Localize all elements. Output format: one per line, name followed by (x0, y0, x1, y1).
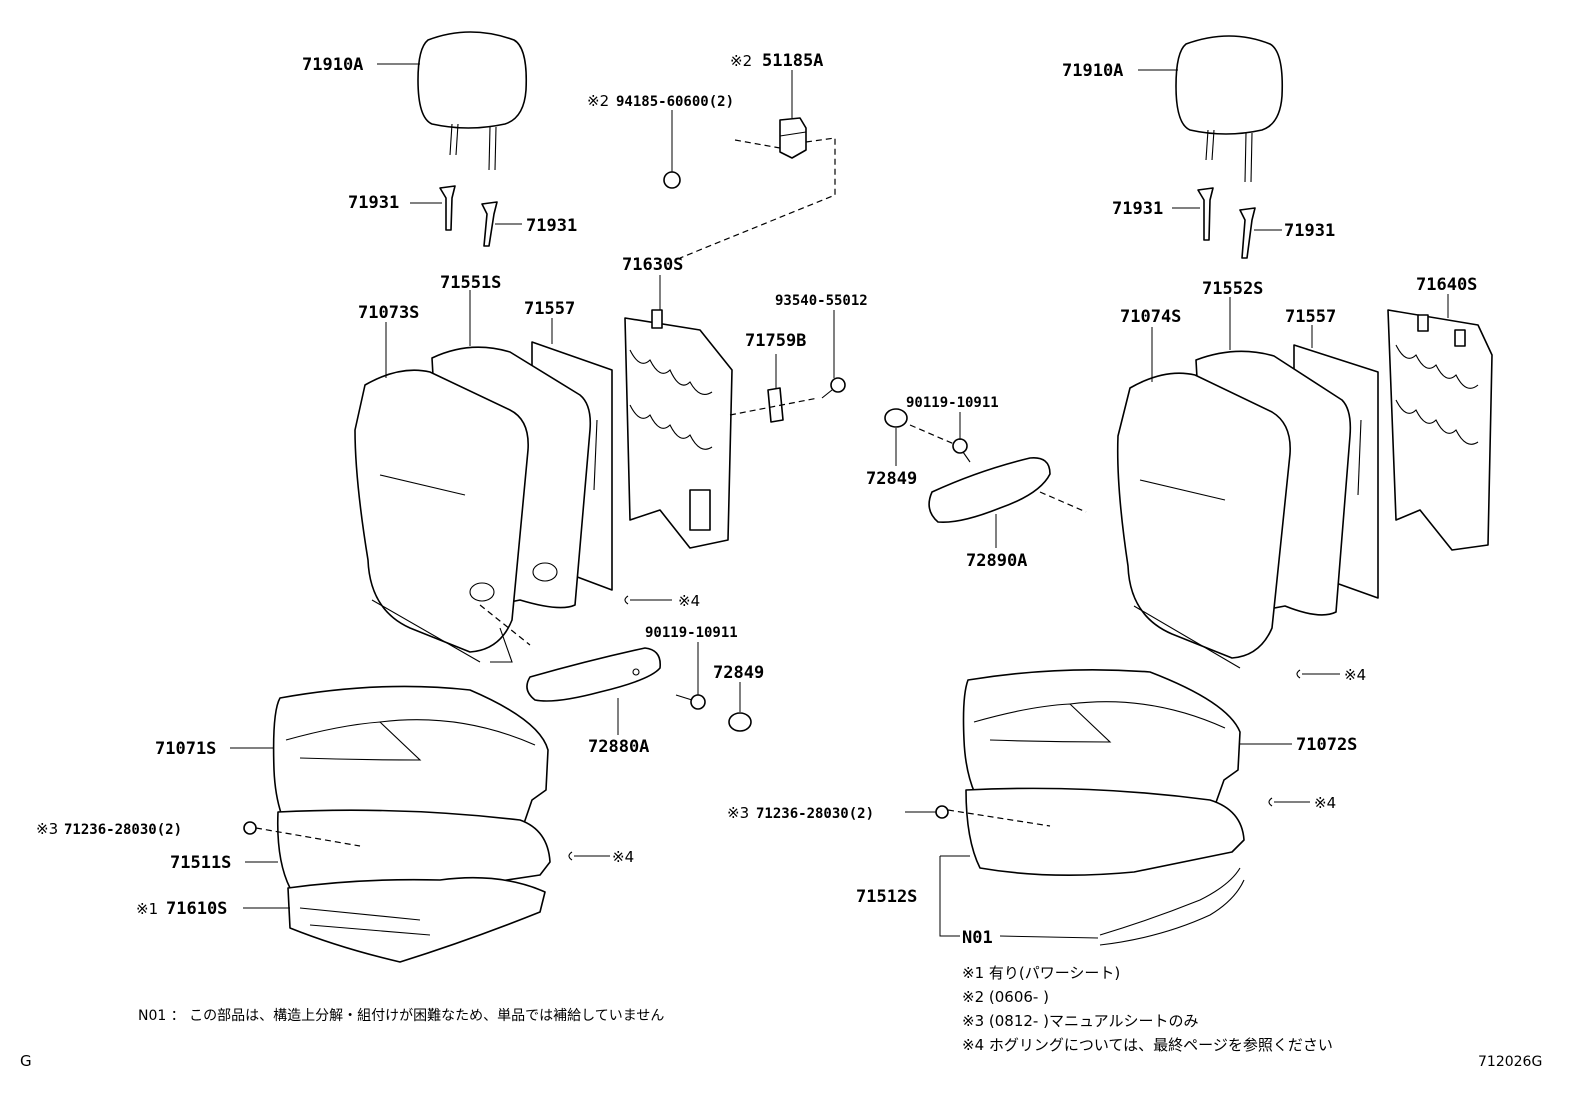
diagram-code: 712026G (1478, 1054, 1542, 1070)
label-71910a-left: 71910A (302, 55, 363, 75)
label-71236-left: 71236-28030(2) (64, 822, 182, 838)
label-71931-b: 71931 (526, 216, 577, 236)
note-x3: ※3 (0812- )マニュアルシートのみ (962, 1012, 1199, 1030)
label-72880a: 72880A (588, 737, 649, 757)
label-72849-left: 72849 (713, 663, 764, 683)
armrest-left (526, 647, 662, 702)
clip-71236-right (935, 805, 949, 819)
seatback-frame-left (624, 309, 733, 549)
seatback-cover-right (1116, 372, 1291, 669)
label-71512s: 71512S (856, 887, 917, 907)
label-94185: 94185-60600(2) (616, 94, 734, 110)
knob-71759b (767, 387, 784, 423)
label-x4-c: ※4 (1344, 666, 1366, 684)
guide-71931-right (1197, 187, 1256, 259)
corner-code-left: G (20, 1052, 32, 1070)
label-71073s: 71073S (358, 303, 419, 323)
note-n01: N01 ： この部品は、構造上分解・組付けが困難なため、単品では補給していません (138, 1008, 664, 1024)
label-94185-mark: ※2 (587, 92, 609, 110)
label-71511s: 71511S (170, 853, 231, 873)
label-71610s: 71610S (166, 899, 227, 919)
label-71910a-right: 71910A (1062, 61, 1123, 81)
bolt-93540 (821, 377, 846, 399)
seat-pad-left (276, 809, 551, 895)
label-71931-a: 71931 (348, 193, 399, 213)
label-71931-c: 71931 (1112, 199, 1163, 219)
label-90119-right: 90119-10911 (906, 395, 999, 411)
nut-94185 (663, 171, 681, 189)
label-72890a: 72890A (966, 551, 1027, 571)
label-72849-right: 72849 (866, 469, 917, 489)
bracket-51185a (779, 117, 807, 159)
seatback-cover-left (354, 369, 529, 663)
seat-frame-left (287, 876, 546, 963)
label-x4-b: ※4 (612, 848, 634, 866)
label-71551s: 71551S (440, 273, 501, 293)
cap-72849-right (884, 408, 908, 428)
clip-71236-left (243, 821, 257, 835)
label-n01: N01 (962, 928, 993, 948)
label-71074s: 71074S (1120, 307, 1181, 327)
label-71630s: 71630S (622, 255, 683, 275)
label-71236-left-mark: ※3 (36, 820, 58, 838)
headrest-right (1175, 35, 1284, 183)
label-71931-d: 71931 (1284, 221, 1335, 241)
note-x2: ※2 (0606- ) (962, 988, 1049, 1006)
label-71552s: 71552S (1202, 279, 1263, 299)
harness-n01 (1099, 867, 1245, 946)
label-93540: 93540-55012 (775, 293, 868, 309)
guide-71931-left (439, 185, 498, 247)
label-71557-left: 71557 (524, 299, 575, 319)
bolt-90119-right (952, 438, 971, 463)
label-71071s: 71071S (155, 739, 216, 759)
note-x4: ※4 ホグリングについては、最終ページを参照ください (962, 1036, 1333, 1054)
seat-pad-right (965, 787, 1245, 876)
cap-72849-left (728, 712, 752, 732)
label-x4-d: ※4 (1314, 794, 1336, 812)
label-x4-a: ※4 (678, 592, 700, 610)
label-71557-right: 71557 (1285, 307, 1336, 327)
label-71236-right-mark: ※3 (727, 804, 749, 822)
label-71072s: 71072S (1296, 735, 1357, 755)
label-90119-left: 90119-10911 (645, 625, 738, 641)
label-51185a: 51185A (762, 51, 823, 71)
label-51185a-mark: ※2 (730, 52, 752, 70)
bolt-90119-left (675, 694, 706, 710)
label-71759b: 71759B (745, 331, 806, 351)
armrest-right (928, 457, 1051, 524)
label-71236-right: 71236-28030(2) (756, 806, 874, 822)
note-x1: ※1 有り(パワーシート) (962, 964, 1120, 982)
headrest-left (417, 31, 528, 171)
label-71610s-mark: ※1 (136, 900, 158, 918)
seatback-frame-right (1387, 309, 1493, 551)
label-71640s: 71640S (1416, 275, 1477, 295)
